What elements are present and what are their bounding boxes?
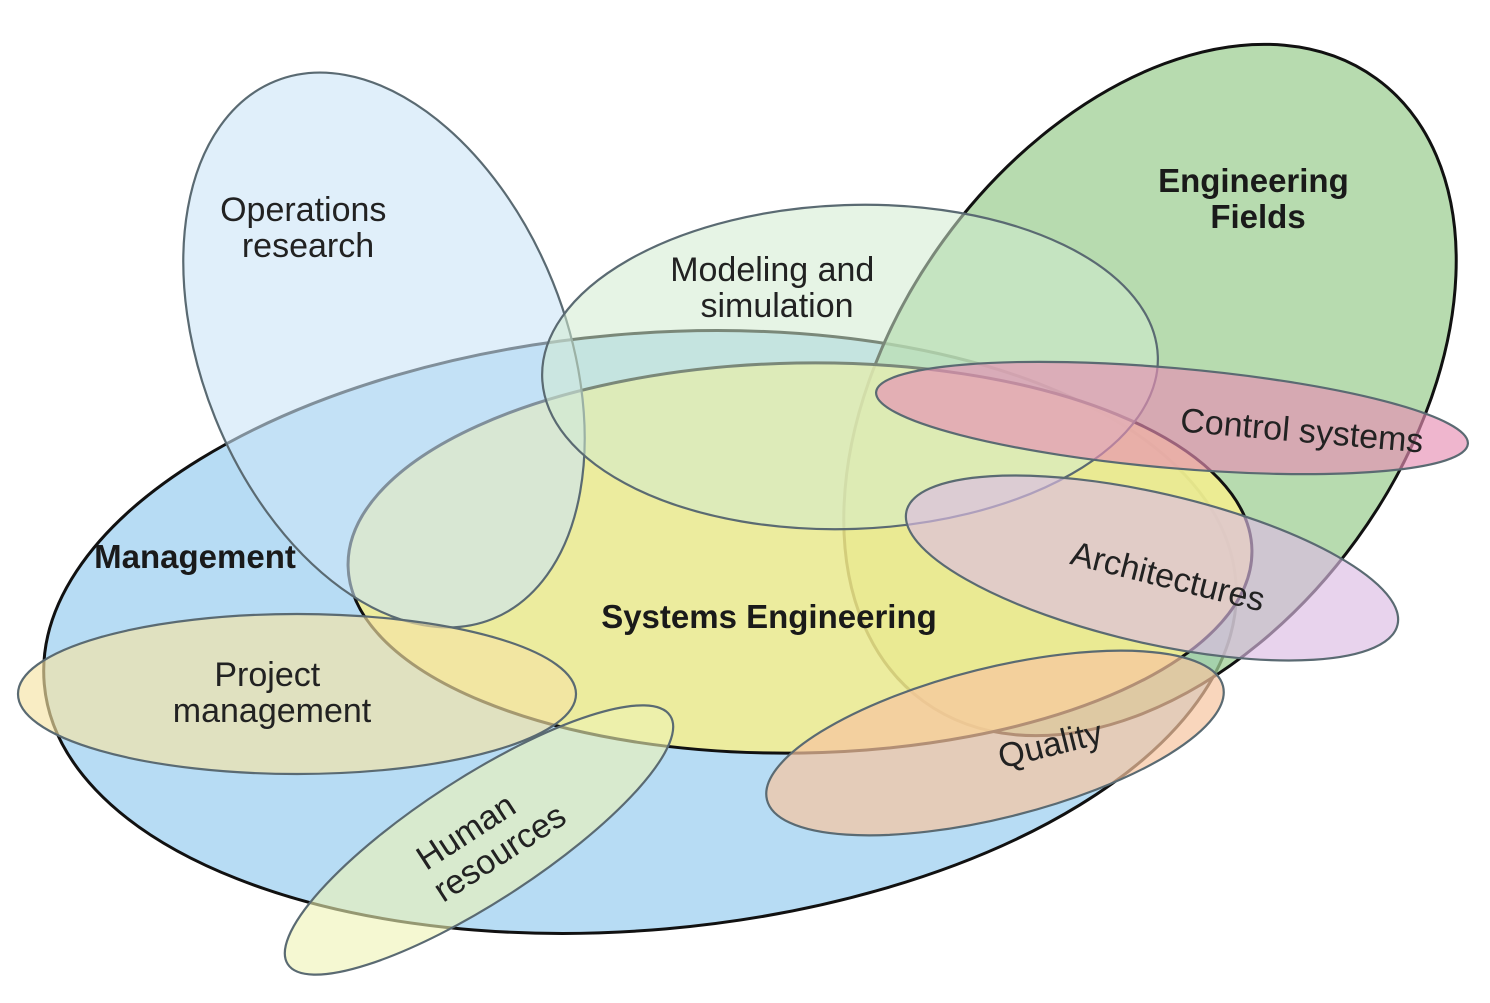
systems-engineering-label: Systems Engineering bbox=[601, 598, 937, 635]
quality-region bbox=[765, 649, 1225, 837]
operations-research-label: Operations research bbox=[220, 191, 396, 265]
engineering-fields-label: Engineering Fields bbox=[1158, 162, 1358, 235]
architectures-region bbox=[904, 474, 1400, 662]
control-systems-region bbox=[874, 360, 1470, 476]
modeling-and-simulation-label: Modeling and simulation bbox=[670, 251, 884, 325]
management-label: Management bbox=[94, 538, 296, 575]
human-resources-region bbox=[283, 704, 675, 976]
operations-research-region bbox=[182, 71, 586, 629]
modeling-and-simulation-region bbox=[541, 203, 1159, 531]
project-management-label: Project management bbox=[173, 656, 372, 730]
project-management-region bbox=[16, 612, 578, 776]
